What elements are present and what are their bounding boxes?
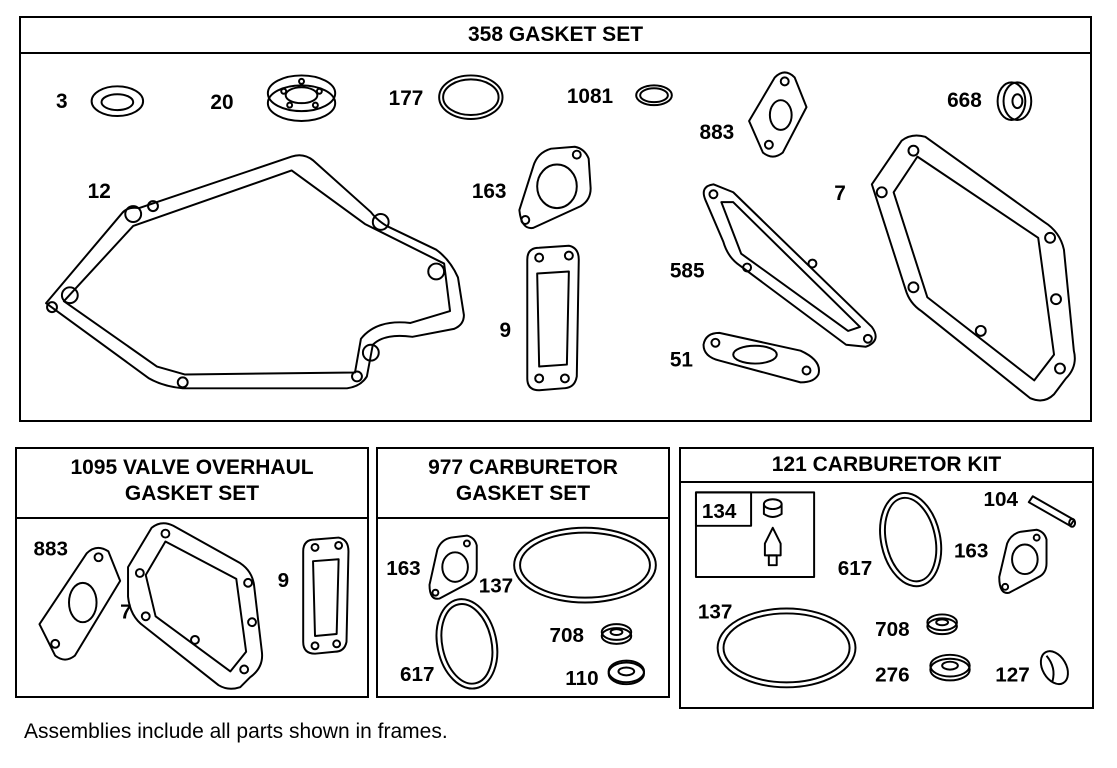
carb-gasket-title: 977 CARBURETOR GASKET SET [378,449,668,519]
part-104-pin [1027,495,1077,528]
label-137: 137 [698,600,732,623]
part-7-head-gasket [127,522,264,690]
label-585: 585 [670,259,705,282]
part-9-rocker-cover-gasket [302,536,350,655]
part-137-o-ring [716,607,857,689]
label-883: 883 [700,121,735,144]
part-585-breather-gasket [702,183,877,348]
part-163-carb-gasket [518,145,592,230]
gasket-set-drawing: 3 20 177 1081 883 [45,71,1076,402]
valve-overhaul-drawing: 883 7 9 [34,522,350,690]
label-617: 617 [400,663,434,686]
part-134-needle-seat-box [694,491,816,578]
label-104: 104 [983,488,1018,511]
part-276-washer [929,653,971,682]
part-134-inlet-needle [762,498,783,567]
part-617-o-ring [435,598,499,690]
label-708: 708 [875,618,909,641]
label-668: 668 [947,89,982,112]
gasket-set-frame: 358 GASKET SET 3 20 177 1081 [19,16,1092,422]
label-276: 276 [875,663,909,686]
carb-kit-title: 121 CARBURETOR KIT [681,449,1092,483]
part-177-o-ring [438,74,504,120]
part-163-carb-gasket [998,528,1048,594]
label-708: 708 [550,624,584,647]
label-163: 163 [472,180,507,203]
valve-overhaul-frame: 1095 VALVE OVERHAUL GASKET SET 883 7 9 [15,447,369,698]
label-177: 177 [389,87,424,110]
part-883-intake-gasket [38,546,122,661]
carb-kit-drawing: 134 617 104 163 137 [694,488,1077,689]
part-668-washer [996,81,1033,121]
label-137: 137 [479,575,513,598]
label-127: 127 [995,663,1029,686]
part-20-oil-seal [266,74,337,122]
part-617-o-ring [879,491,943,588]
part-163-carb-gasket [428,534,478,600]
label-3: 3 [56,90,68,113]
part-708-washer [600,623,633,645]
part-883-intake-gasket [748,71,808,158]
label-163: 163 [386,557,420,580]
part-708-washer [926,613,958,636]
label-9: 9 [278,569,290,592]
label-9: 9 [500,319,512,342]
label-163: 163 [954,539,988,562]
part-7-head-gasket [870,134,1076,402]
label-51: 51 [670,349,693,372]
gasket-set-title: 358 GASKET SET [21,18,1090,54]
carb-kit-frame: 121 CARBURETOR KIT 134 617 104 [679,447,1094,709]
label-617: 617 [838,557,872,580]
part-12-crankcase-gasket [45,154,465,390]
carb-gasket-frame: 977 CARBURETOR GASKET SET 163 137 617 70… [376,447,670,698]
part-9-rocker-cover-gasket [526,244,580,392]
footnote: Assemblies include all parts shown in fr… [24,720,448,743]
label-12: 12 [88,180,111,203]
valve-overhaul-title: 1095 VALVE OVERHAUL GASKET SET [17,449,367,519]
label-1081: 1081 [567,85,613,108]
part-1081-small-o-ring [635,84,673,107]
label-110: 110 [565,667,598,690]
part-127-welch-plug [1039,650,1069,686]
carb-gasket-drawing: 163 137 617 708 110 [386,526,657,690]
label-134: 134 [702,500,737,523]
label-883: 883 [34,537,68,560]
part-137-o-ring [513,526,657,604]
label-20: 20 [210,91,233,114]
part-110-washer [607,659,646,686]
label-7: 7 [834,182,846,205]
part-3-seal [90,85,145,118]
label-7: 7 [120,600,132,623]
part-51-exhaust-gasket [702,331,820,384]
